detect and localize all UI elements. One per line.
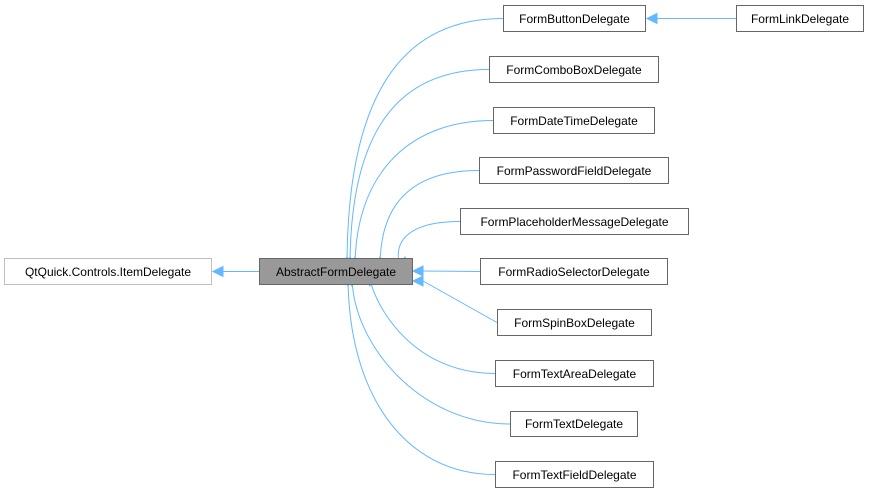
edge-button-to-abstract xyxy=(346,18,504,268)
node-label: FormComboBoxDelegate xyxy=(506,62,642,77)
node-label: FormButtonDelegate xyxy=(519,11,630,26)
node-formtextfielddelegate[interactable]: FormTextFieldDelegate xyxy=(495,461,654,488)
edge-text-to-abstract xyxy=(351,275,511,425)
node-formplaceholdermessagedelegate[interactable]: FormPlaceholderMessageDelegate xyxy=(460,208,689,235)
node-formbuttondelegate[interactable]: FormButtonDelegate xyxy=(503,5,646,32)
node-abstractformdelegate: AbstractFormDelegate xyxy=(259,258,413,285)
node-formtextareadelegate[interactable]: FormTextAreaDelegate xyxy=(495,360,654,387)
edge-spinbox-to-abstract xyxy=(422,280,498,323)
node-formdatetimedelegate[interactable]: FormDateTimeDelegate xyxy=(493,107,655,134)
edge-datetime-to-abstract xyxy=(354,120,494,268)
edge-link-to-button-arrowhead xyxy=(645,12,658,25)
node-label: FormRadioSelectorDelegate xyxy=(498,264,650,279)
node-formpasswordfielddelegate[interactable]: FormPasswordFieldDelegate xyxy=(479,157,669,184)
node-label: AbstractFormDelegate xyxy=(275,264,397,279)
node-formlinkdelegate[interactable]: FormLinkDelegate xyxy=(736,5,864,32)
node-label: FormPasswordFieldDelegate xyxy=(496,163,652,178)
edge-radio-to-abstract-arrowhead xyxy=(411,265,424,277)
node-formspinboxdelegate[interactable]: FormSpinBoxDelegate xyxy=(497,309,652,336)
node-label: QtQuick.Controls.ItemDelegate xyxy=(24,264,192,279)
node-formcomboboxdelegate[interactable]: FormComboBoxDelegate xyxy=(489,56,659,83)
edge-spinbox-to-abstract-arrowhead xyxy=(411,275,424,287)
node-label: FormTextAreaDelegate xyxy=(512,366,637,381)
edge-abstract-to-item_delegate-arrowhead xyxy=(211,265,224,278)
node-label: FormLinkDelegate xyxy=(750,11,850,26)
node-label: FormTextFieldDelegate xyxy=(512,467,637,482)
node-label: FormTextDelegate xyxy=(524,417,624,431)
edge-password-to-abstract xyxy=(379,170,480,268)
node-label: FormDateTimeDelegate xyxy=(510,113,638,128)
node-qtquick-controls-itemdelegate[interactable]: QtQuick.Controls.ItemDelegate xyxy=(4,258,212,285)
node-label: FormPlaceholderMessageDelegate xyxy=(480,214,669,229)
edge-combobox-to-abstract xyxy=(349,69,490,268)
node-formradioselectordelegate[interactable]: FormRadioSelectorDelegate xyxy=(480,258,668,285)
edge-radio-to-abstract xyxy=(422,270,481,272)
node-label: FormSpinBoxDelegate xyxy=(514,315,635,330)
edge-textfield-to-abstract xyxy=(347,275,496,475)
edge-textarea-to-abstract xyxy=(369,275,496,374)
node-formtextdelegate[interactable]: FormTextDelegate xyxy=(510,411,638,437)
